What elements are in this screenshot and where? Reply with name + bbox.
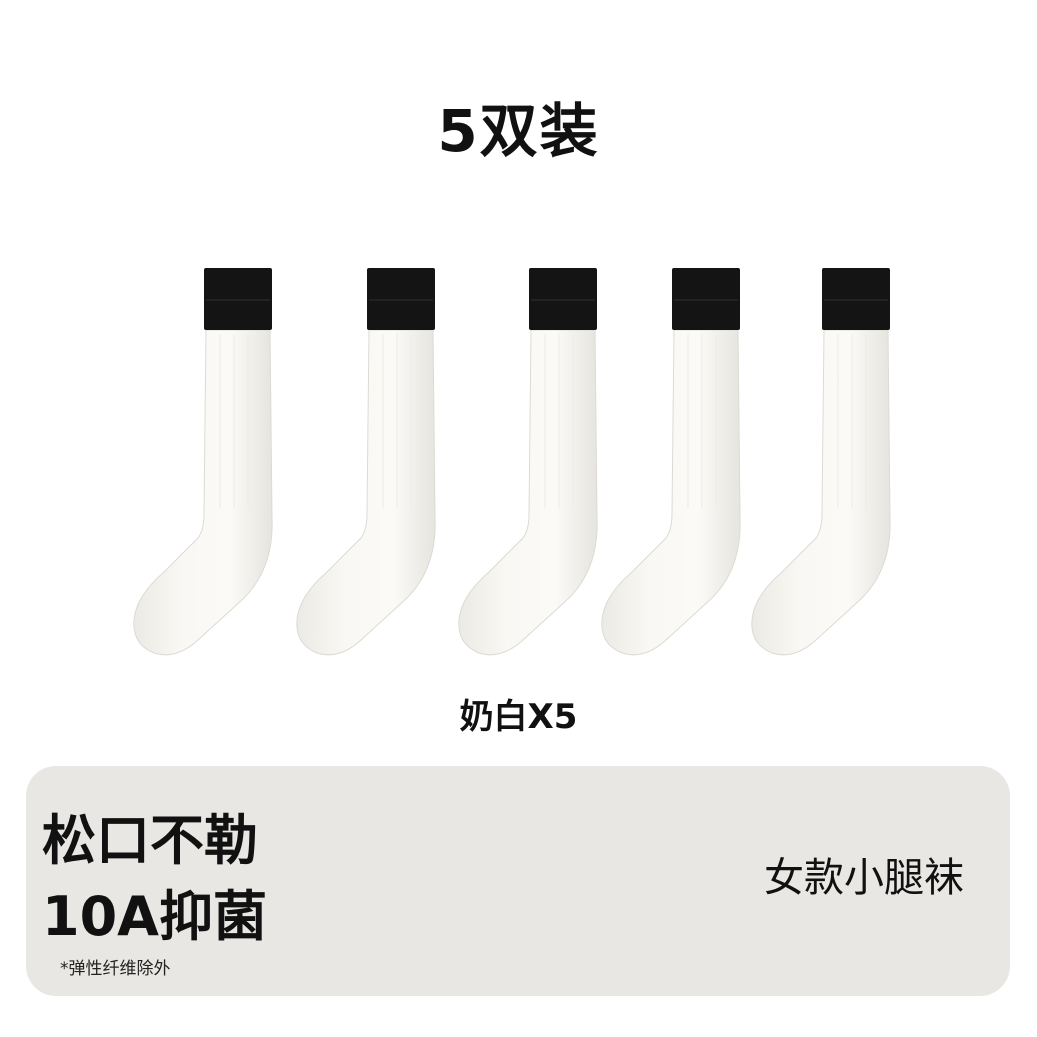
product-type-label: 女款小腿袜 [764,855,964,901]
sock-2 [295,267,437,656]
color-quantity-label: 奶白X5 [459,697,578,737]
sock-4 [600,267,742,656]
sock-product-image [132,267,892,656]
sock-1 [132,267,274,656]
sock-5 [750,267,892,656]
footnote: *弹性纤维除外 [60,959,171,979]
sock-3 [457,267,599,656]
pack-count-title: 5双装 [437,97,600,165]
feature-loose-cuff: 松口不勒 [42,809,258,872]
feature-panel: 松口不勒 10A抑菌 *弹性纤维除外 女款小腿袜 [26,766,1010,996]
feature-antibacterial: 10A抑菌 [42,885,267,948]
